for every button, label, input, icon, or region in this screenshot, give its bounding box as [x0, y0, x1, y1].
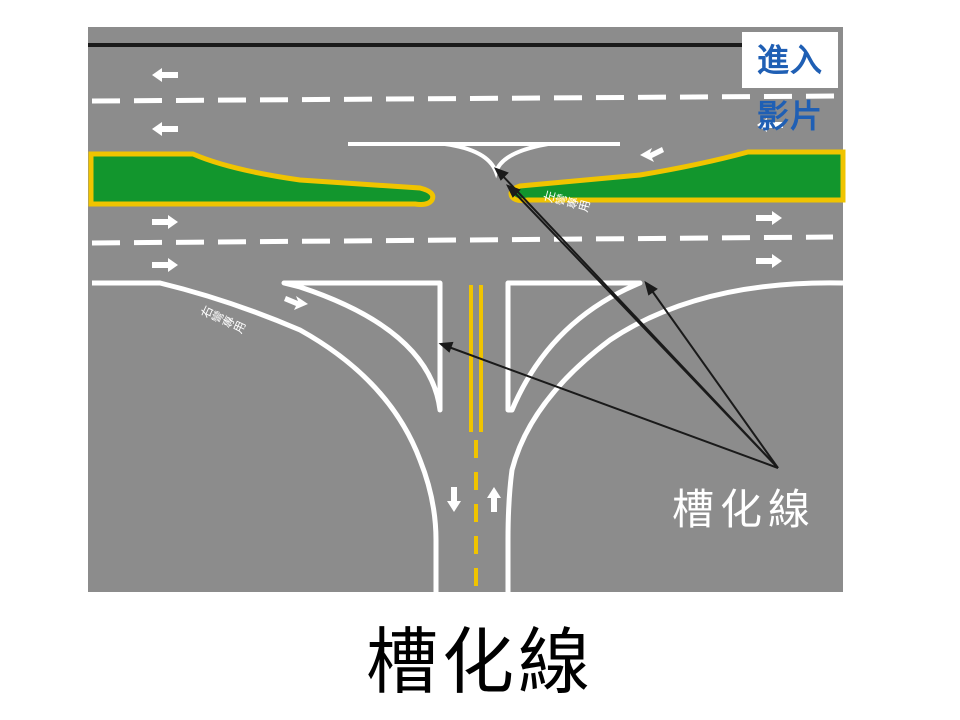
- arrow-up-icon: [487, 487, 501, 512]
- curb-left: [92, 280, 439, 592]
- channelization-triangle-left: [281, 280, 443, 413]
- arrow-left-icon: [152, 68, 178, 82]
- arrow-right-icon: [756, 254, 782, 268]
- left-turn-bay-marking: [348, 142, 620, 179]
- arrow-right-icon: [756, 211, 782, 225]
- page-title: 槽化線: [365, 620, 594, 704]
- arrow-right-icon: [152, 258, 178, 272]
- callout-label: 槽化線: [672, 485, 816, 534]
- arrow-down-icon: [447, 487, 461, 512]
- channelization-triangle-right: [505, 280, 643, 413]
- arrow-right-turn-icon: [284, 296, 308, 310]
- callout-arrows: [438, 167, 779, 469]
- arrow-left-icon: [757, 118, 783, 132]
- curb-right: [505, 280, 844, 592]
- road-surface: [88, 27, 843, 592]
- left-median-island: [88, 151, 436, 207]
- arrow-left-turn-icon: [640, 147, 664, 162]
- arrow-right-icon: [152, 215, 178, 229]
- arrow-left-icon: [152, 122, 178, 136]
- enter-video-link[interactable]: 進入影片: [742, 32, 838, 135]
